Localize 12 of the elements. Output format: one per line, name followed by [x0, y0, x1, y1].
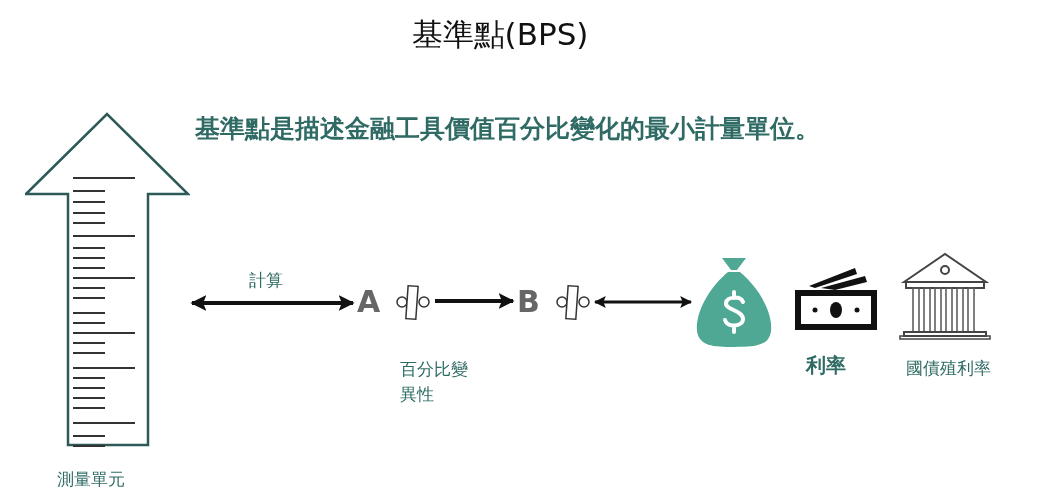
arrow [190, 295, 355, 311]
title: 基準點(BPS) [410, 15, 590, 54]
subtitle: 基準點是描述金融工具價值百分比變化的最小計量單位。 [195, 113, 820, 145]
arrow [593, 296, 693, 308]
note-text: 百分比變異性 [400, 358, 469, 406]
letter: A [357, 284, 381, 319]
arrow [435, 293, 515, 309]
edge-label: 計算 [248, 269, 283, 292]
letter: B [517, 284, 540, 319]
rate-label: 利率 [806, 352, 846, 379]
yield-label: 國債殖利率 [906, 357, 991, 380]
unit-caption: 測量單元 [57, 468, 125, 491]
